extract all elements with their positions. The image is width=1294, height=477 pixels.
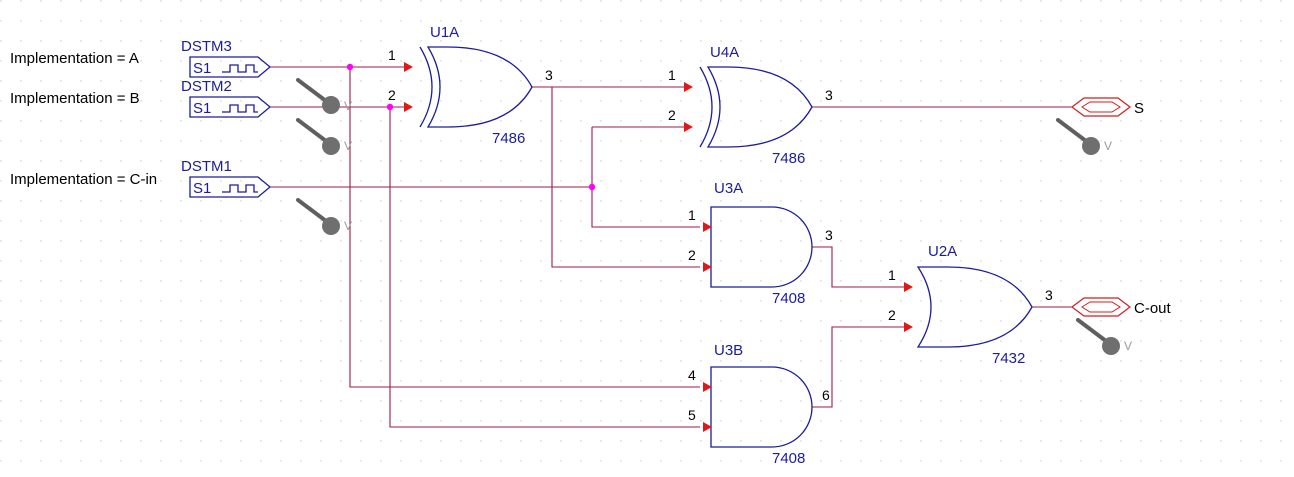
junction-dot-cin [588,183,596,191]
stimulus-dstm2[interactable]: DSTM2 S1 [181,78,272,118]
pin-number: 5 [688,407,696,423]
input-label-cin: Implementation = C-in [10,171,157,188]
gate-ref-u4a: U4A [710,44,739,61]
and-gate-body [710,206,813,288]
gate-u3b[interactable]: U3B 4 5 6 7408 [688,342,830,467]
square-wave-icon [222,64,258,73]
stimulus-ref-dstm2: DSTM2 [181,78,232,95]
probe-icon [1082,137,1100,155]
probe-v-label: V [344,219,352,233]
probe-v-label: V [344,139,352,153]
port-hexagon-icon [1071,97,1131,117]
voltage-probe-s[interactable]: V [1056,118,1112,155]
input-label-b: Implementation = B [10,90,140,107]
gate-part-u2a: 7432 [992,350,1025,367]
port-hexagon-icon [1071,297,1131,317]
square-wave-icon [222,184,258,193]
gate-part-u4a: 7486 [772,150,805,167]
square-wave-icon [222,104,258,113]
gate-u4a[interactable]: U4A 1 2 3 7486 [668,44,833,167]
junction-dot-a [346,63,354,71]
pin-number: 3 [825,227,833,243]
pin-number: 3 [825,87,833,103]
pin-number: 2 [888,307,896,323]
pin-number: 6 [822,387,830,403]
pin-number: 1 [888,267,896,283]
voltage-probe-cout[interactable]: V [1076,318,1132,355]
xor-extra-arc [419,46,433,128]
stimulus-dstm1[interactable]: DSTM1 S1 [181,158,272,198]
xor-gate-body [706,66,813,148]
xor-gate-body [426,46,533,128]
gate-u2a[interactable]: U2A 1 2 3 7432 [888,243,1053,367]
probe-icon [322,217,340,235]
probe-icon [1102,337,1120,355]
junction-dot-b [386,103,394,111]
gate-u3a[interactable]: U3A 1 2 3 7408 [688,180,833,307]
stimulus-ref-dstm1: DSTM1 [181,158,232,175]
pin-number: 4 [688,367,696,383]
probe-icon [322,137,340,155]
gate-ref-u3b: U3B [714,342,743,359]
gate-part-u1a: 7486 [492,130,525,147]
probe-v-label: V [1124,339,1132,353]
pin-number: 2 [388,87,396,103]
gate-part-u3a: 7408 [772,290,805,307]
gate-ref-u1a: U1A [430,24,459,41]
probe-icon [322,96,340,114]
output-port-s[interactable]: S [1071,97,1144,117]
gate-ref-u2a: U2A [928,243,957,260]
stimulus-ref-dstm3: DSTM3 [181,38,232,55]
stimulus-dstm3[interactable]: DSTM3 S1 [181,38,272,78]
or-gate-body [916,266,1033,348]
junctions [346,63,596,191]
output-port-cout[interactable]: C-out [1071,297,1172,317]
voltage-probe-cin[interactable]: V [296,198,352,235]
stimulus-name-dstm3: S1 [193,60,211,77]
gate-u1a[interactable]: U1A 1 2 3 7486 [388,24,553,147]
pin-number: 2 [668,107,676,123]
probe-v-label: V [344,99,352,113]
pin-number: 3 [545,67,553,83]
output-label-cout: C-out [1134,300,1172,317]
pin-number: 1 [688,207,696,223]
voltage-probe-a[interactable]: V [296,78,352,114]
pin-number: 1 [668,67,676,83]
input-label-a: Implementation = A [10,50,139,67]
output-label-s: S [1134,100,1144,117]
xor-extra-arc [699,66,713,148]
gate-ref-u3a: U3A [714,180,743,197]
pin-number: 2 [688,247,696,263]
wires [270,66,1072,428]
pin-number: 3 [1045,287,1053,303]
and-gate-body [710,366,813,448]
pin-number: 1 [388,47,396,63]
stimulus-name-dstm2: S1 [193,100,211,117]
probe-v-label: V [1104,139,1112,153]
stimulus-name-dstm1: S1 [193,180,211,197]
voltage-probe-b[interactable]: V [296,118,352,155]
gate-part-u3b: 7408 [772,450,805,467]
